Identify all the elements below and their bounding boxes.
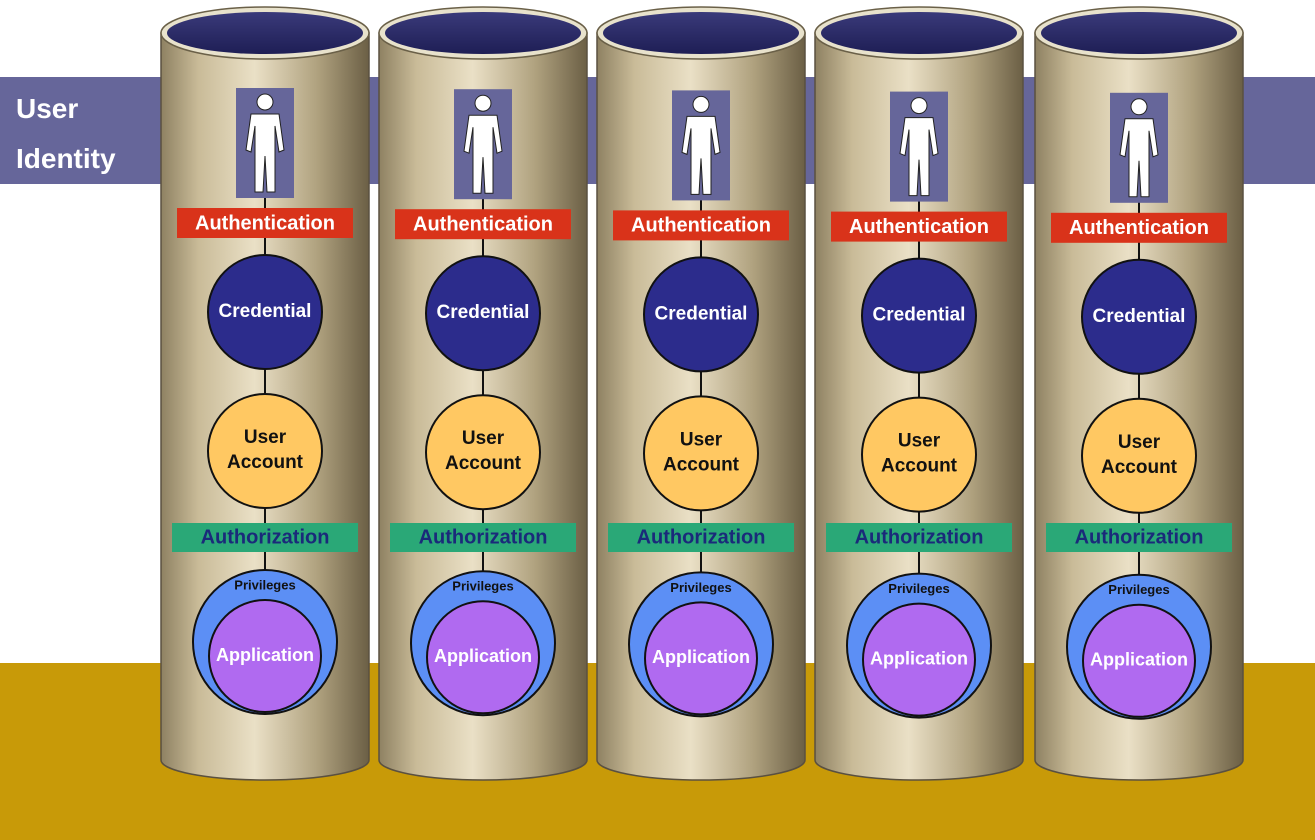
user-account-circle [861, 396, 977, 513]
pillar-top-opening [167, 12, 363, 54]
authorization-tag [172, 523, 358, 552]
user-identity-label: User Identity [16, 84, 116, 184]
authentication-tag [613, 210, 789, 241]
person-icon-head [910, 97, 928, 115]
application-circle [644, 601, 758, 716]
user-identity-label-line1: User [16, 93, 79, 124]
credential-circle [425, 255, 541, 372]
person-icon-body [1119, 118, 1159, 198]
authentication-label: Authentication [413, 213, 553, 235]
user-account-label-line2: Account [227, 452, 304, 473]
application-label: Application [652, 647, 750, 667]
user-identity-label-line2: Identity [16, 143, 116, 174]
authorization-tag [826, 523, 1012, 552]
user-account-label-line1: User [244, 427, 287, 448]
application-label: Application [216, 645, 314, 665]
person-icon [681, 95, 721, 195]
person-icon [899, 97, 939, 197]
authorization-tag [608, 523, 794, 552]
authentication-tag [395, 209, 571, 240]
application-label: Application [434, 646, 532, 666]
authentication-label: Authentication [1069, 217, 1209, 239]
user-account-circle [425, 394, 541, 511]
person-icon-body [245, 113, 285, 193]
credential-circle [643, 256, 759, 373]
authorization-label: Authorization [637, 526, 766, 548]
credential-circle [861, 257, 977, 374]
user-account-label-line2: Account [663, 454, 740, 475]
pillar-4: AuthenticationCredentialUserAccountAutho… [814, 6, 1024, 781]
authorization-tag [390, 523, 576, 552]
user-account-circle [1081, 397, 1197, 514]
credential-label: Credential [1093, 306, 1186, 327]
pillar-1: AuthenticationCredentialUserAccountAutho… [160, 6, 370, 781]
application-circle [1082, 603, 1196, 718]
authorization-label: Authorization [855, 526, 984, 548]
application-circle [426, 600, 540, 715]
person-icon-body [681, 115, 721, 195]
privileges-label: Privileges [670, 580, 731, 595]
application-circle [862, 602, 976, 717]
pillar-top-opening [603, 12, 799, 54]
privileges-label: Privileges [234, 577, 295, 592]
authorization-tag [1046, 523, 1232, 552]
person-icon-body [899, 117, 939, 197]
person-icon-head [256, 93, 274, 111]
credential-label: Credential [873, 305, 966, 326]
authorization-label: Authorization [1075, 526, 1204, 548]
credential-circle [1081, 258, 1197, 375]
authentication-label: Authentication [195, 212, 335, 234]
pillar-5: AuthenticationCredentialUserAccountAutho… [1034, 6, 1244, 781]
user-account-circle [207, 393, 323, 509]
user-account-label-line1: User [680, 429, 723, 450]
authentication-label: Authentication [631, 215, 771, 237]
authorization-label: Authorization [201, 526, 330, 548]
person-icon [245, 93, 285, 193]
credential-circle [207, 254, 323, 370]
authentication-tag [831, 211, 1007, 242]
user-account-label-line1: User [1118, 432, 1161, 453]
person-icon-body [463, 114, 503, 194]
authorization-label: Authorization [419, 526, 548, 548]
privileges-label: Privileges [452, 579, 513, 594]
credential-label: Credential [219, 301, 312, 322]
application-label: Application [870, 648, 968, 668]
user-account-label-line1: User [462, 428, 505, 449]
person-icon-head [1130, 98, 1148, 116]
person-icon-head [692, 95, 710, 113]
person-icon [463, 94, 503, 194]
application-label: Application [1090, 650, 1188, 670]
authentication-label: Authentication [849, 216, 989, 238]
pillar-top-opening [385, 12, 581, 54]
privileges-label: Privileges [1108, 582, 1169, 597]
pillar-2: AuthenticationCredentialUserAccountAutho… [378, 6, 588, 781]
pillar-3: AuthenticationCredentialUserAccountAutho… [596, 6, 806, 781]
authentication-tag [1051, 212, 1227, 243]
privileges-label: Privileges [888, 581, 949, 596]
person-icon-head [474, 94, 492, 112]
credential-label: Credential [437, 302, 530, 323]
person-icon [1119, 98, 1159, 198]
user-account-label-line1: User [898, 431, 941, 452]
user-account-circle [643, 395, 759, 512]
pillar-top-opening [1041, 12, 1237, 54]
pillar-top-opening [821, 12, 1017, 54]
credential-label: Credential [655, 303, 748, 324]
user-account-label-line2: Account [1101, 457, 1178, 478]
application-circle [208, 599, 322, 713]
user-account-label-line2: Account [445, 453, 522, 474]
authentication-tag [177, 208, 353, 238]
user-account-label-line2: Account [881, 456, 958, 477]
